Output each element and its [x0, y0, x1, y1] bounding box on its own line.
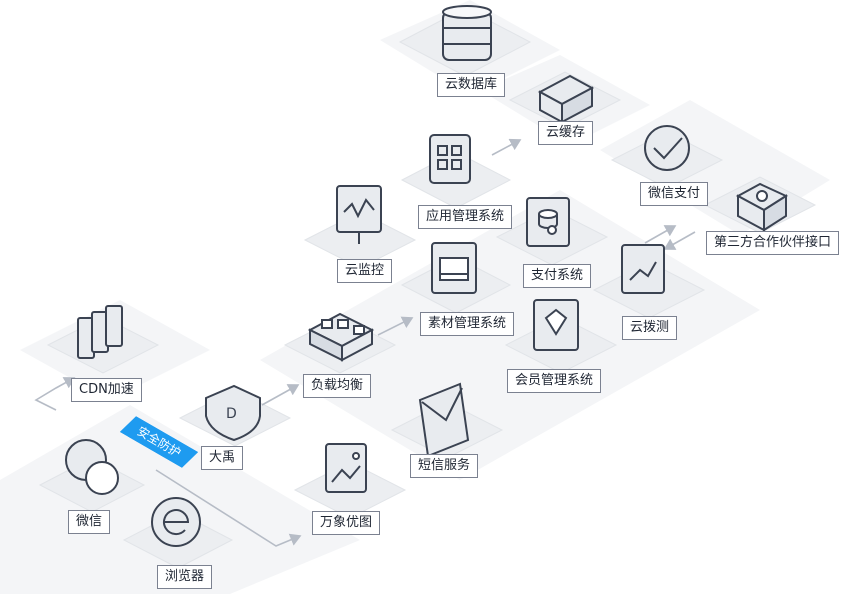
cdn-icon: [77, 305, 123, 359]
label-sms-service: 短信服务: [410, 454, 479, 478]
wechat-pay-icon: [644, 125, 690, 171]
arrow-to-image-service: [155, 469, 302, 547]
label-cloud-cache: 云缓存: [538, 121, 594, 145]
label-cloud-probe: 云拨测: [622, 316, 678, 340]
dayu-shield-icon: D: [205, 384, 261, 442]
load-balance-icon: [307, 312, 375, 362]
label-payment-system: 支付系统: [523, 264, 592, 288]
label-dayu: 大禹: [201, 446, 244, 470]
label-image-service: 万象优图: [312, 511, 381, 535]
wechat-icon: [65, 439, 119, 495]
svg-text:D: D: [226, 406, 237, 422]
partner-interface-icon: [735, 182, 789, 232]
label-member-management: 会员管理系统: [507, 369, 602, 393]
sms-envelope-icon: [418, 382, 470, 458]
diamond-icon: [533, 299, 579, 351]
label-cloud-database: 云数据库: [437, 73, 506, 97]
arrow-dayu-to-balance: [261, 384, 300, 406]
browser-icon: [151, 497, 201, 547]
payment-system-icon: [526, 197, 570, 247]
label-material-management: 素材管理系统: [420, 312, 515, 336]
arrow-probe-to-third-party: [644, 225, 677, 244]
monitor-icon: [336, 185, 382, 244]
label-wechat-pay: 微信支付: [640, 182, 709, 206]
label-browser: 浏览器: [157, 565, 213, 589]
arrow-third-party-to-probe: [663, 231, 696, 250]
label-load-balance: 负载均衡: [303, 374, 372, 398]
flow-arrows: [34, 138, 696, 547]
label-cdn: CDN加速: [71, 378, 142, 402]
label-app-management: 应用管理系统: [418, 205, 513, 229]
label-wechat: 微信: [68, 510, 111, 534]
label-cloud-monitor: 云监控: [337, 259, 393, 283]
probe-icon: [621, 244, 665, 294]
background-platforms: [0, 0, 830, 594]
label-third-party-interface: 第三方合作伙伴接口: [706, 231, 840, 255]
app-grid-icon: [429, 134, 471, 184]
database-icon: [442, 5, 492, 61]
arrow-balance-to-apps: [377, 316, 414, 336]
material-icon: [431, 242, 477, 294]
arrow-apps-to-cache: [491, 138, 522, 156]
arrow-to-cdn: [34, 377, 76, 411]
image-service-icon: [325, 443, 367, 493]
